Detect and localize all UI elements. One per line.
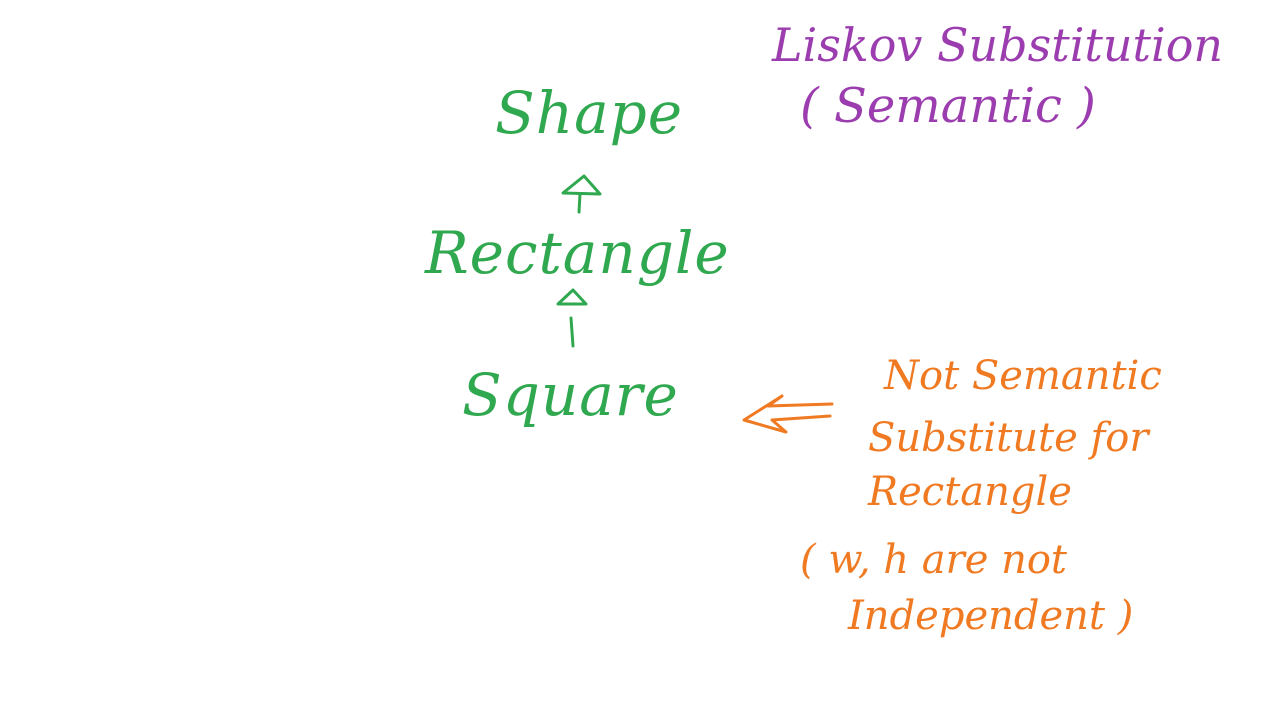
note-line-1: Not Semantic (884, 353, 1162, 399)
inherit-arrowhead-lower (556, 288, 588, 306)
inherit-arrowhead-upper (561, 174, 602, 196)
note-line-2: Substitute for (868, 415, 1149, 461)
inherit-arrow-shaft-upper (577, 192, 582, 214)
title-semantic: ( Semantic ) (800, 78, 1096, 134)
inherit-arrow-shaft-lower (569, 316, 575, 348)
inherit-arrow-square-to-rect (556, 288, 588, 348)
note-line-3: Rectangle (868, 469, 1072, 515)
title-liskov-substitution: Liskov Substitution (772, 18, 1224, 72)
node-rectangle: Rectangle (425, 219, 730, 287)
note-line-5: Independent ) (848, 593, 1134, 639)
node-shape: Shape (495, 79, 684, 147)
node-square: Square (462, 361, 679, 429)
inherit-arrow-rect-to-shape (561, 174, 602, 214)
note-line-4: ( w, h are not (800, 537, 1067, 583)
note-arrow-to-square (742, 394, 834, 434)
orange-arrow-shape (742, 394, 834, 434)
